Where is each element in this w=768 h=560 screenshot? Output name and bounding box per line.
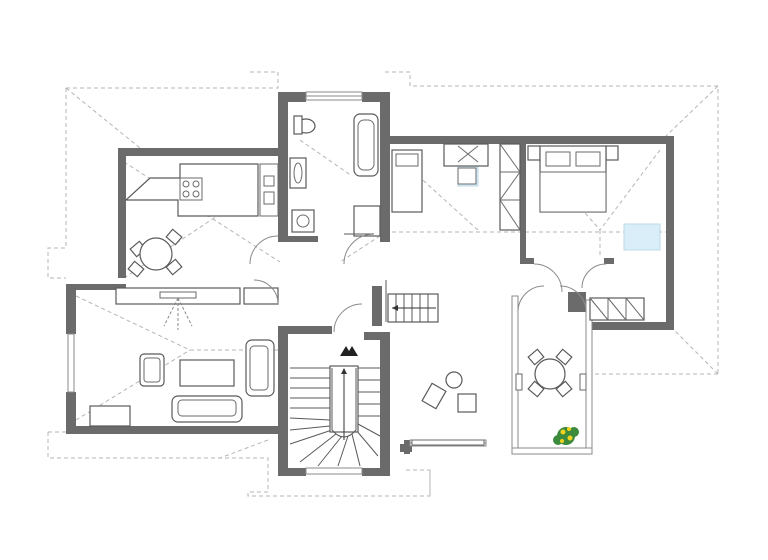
shower <box>353 205 381 237</box>
radiator <box>411 439 485 446</box>
staircase <box>289 303 381 467</box>
bedroom <box>527 145 619 293</box>
hob <box>179 177 203 201</box>
living-room <box>89 279 279 427</box>
coffee-table <box>179 359 235 387</box>
wardrobe <box>499 143 521 231</box>
armchair <box>457 393 477 413</box>
side-table <box>445 371 463 389</box>
winter-garden <box>515 285 587 445</box>
radiator <box>89 405 131 427</box>
potted-plant <box>553 427 579 445</box>
round-table <box>534 358 566 390</box>
child-room <box>391 143 521 231</box>
armchair <box>421 382 447 410</box>
hall <box>385 280 485 446</box>
right-wardrobe <box>589 297 645 321</box>
bathroom <box>289 113 381 265</box>
sink <box>259 163 279 217</box>
dining-table <box>127 228 183 278</box>
kitchen <box>125 163 279 278</box>
